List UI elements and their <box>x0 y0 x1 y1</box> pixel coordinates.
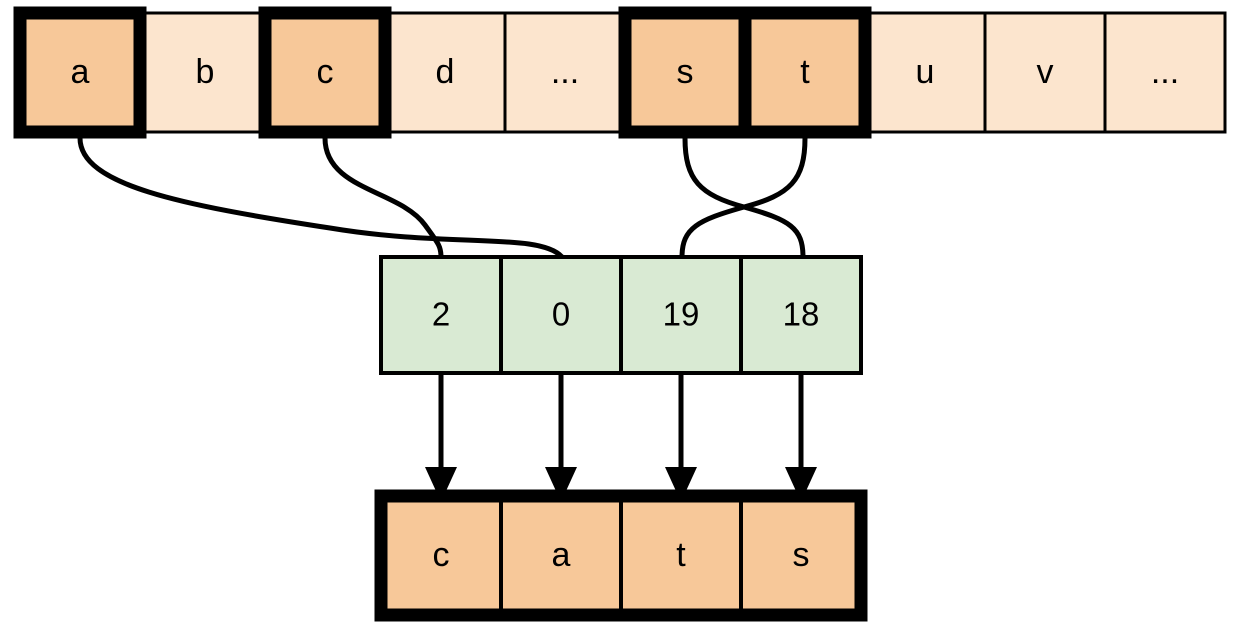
alphabet-cell-d[interactable] <box>383 11 507 134</box>
output-label-3: s <box>793 536 810 574</box>
alphabet-label-4: ... <box>551 53 579 91</box>
mapping-curve-s-to-18 <box>682 135 806 260</box>
mapping-curves <box>77 135 808 260</box>
alphabet-label-9: ... <box>1151 53 1179 91</box>
alphabet-label-3: d <box>436 53 455 91</box>
index-value-0: 2 <box>432 296 450 333</box>
mapping-curve-c-to-2 <box>322 135 444 260</box>
index-to-output-arrows <box>425 375 818 502</box>
alphabet-cell-a[interactable] <box>13 6 147 139</box>
alphabet-label-5: s <box>677 53 694 91</box>
index-value-1: 0 <box>552 296 570 333</box>
alphabet-cell-ellipsis-1[interactable] <box>503 11 627 134</box>
alphabet-cell-t[interactable] <box>738 6 872 139</box>
mapping-curve-a-to-0 <box>77 135 565 260</box>
alphabet-label-2: c <box>317 53 334 91</box>
index-cell-2[interactable] <box>619 255 743 375</box>
alphabet-label-7: u <box>916 53 935 91</box>
alphabet-cell-ellipsis-2[interactable] <box>1103 11 1227 134</box>
alphabet-row: a b c d ... s t u v ... <box>13 6 1227 139</box>
mapping-curve-t-to-19 <box>679 135 808 260</box>
index-value-3: 18 <box>783 296 820 333</box>
index-cell-0[interactable] <box>379 255 503 375</box>
index-value-2: 19 <box>663 296 700 333</box>
alphabet-cell-c[interactable] <box>258 6 392 139</box>
output-label-0: c <box>433 536 450 574</box>
index-cell-3[interactable] <box>739 255 863 375</box>
alphabet-label-6: t <box>800 53 810 91</box>
output-row: c a t s <box>374 489 868 622</box>
index-row: 2 0 19 18 <box>379 255 863 375</box>
alphabet-label-0: a <box>71 53 90 91</box>
alphabet-cell-v[interactable] <box>983 11 1107 134</box>
alphabet-label-1: b <box>196 53 215 91</box>
alphabet-label-8: v <box>1037 53 1054 91</box>
output-label-1: a <box>552 536 571 574</box>
output-label-2: t <box>676 536 686 574</box>
